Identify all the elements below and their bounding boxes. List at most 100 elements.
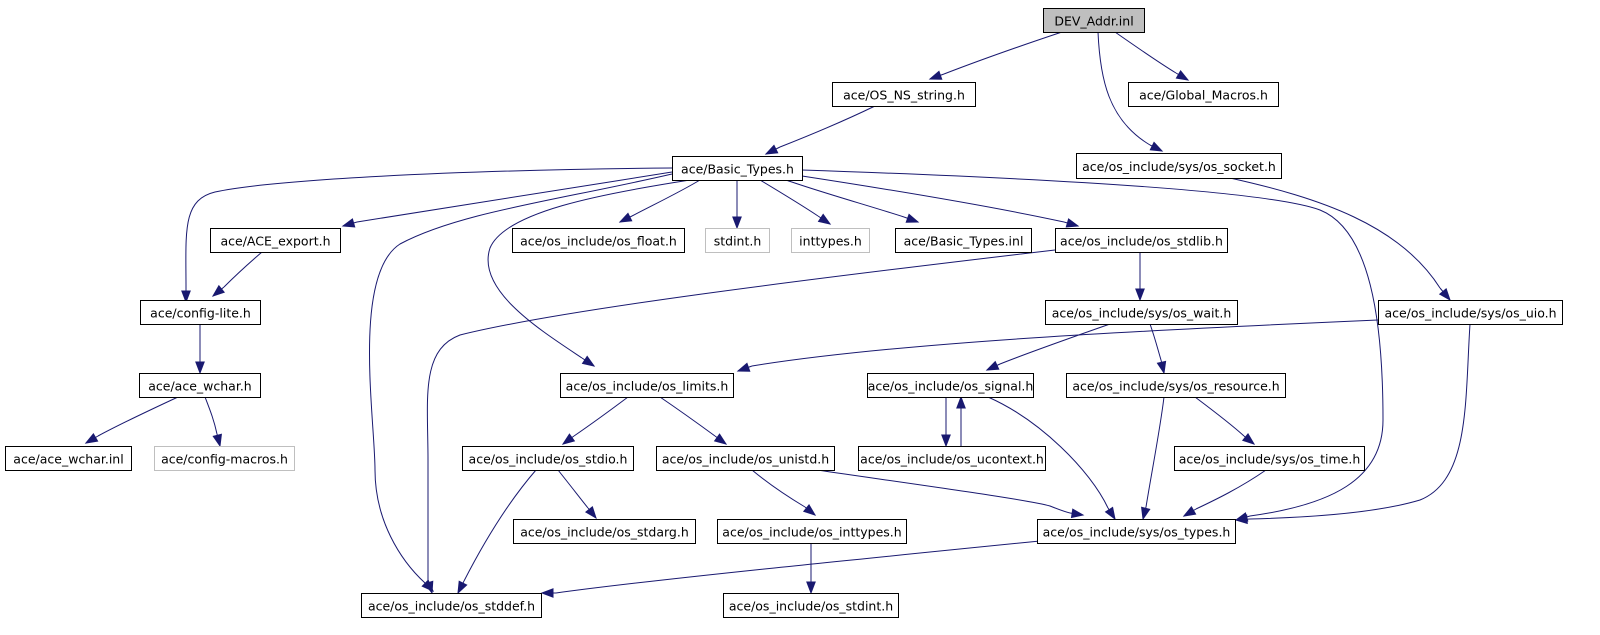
- node-sys-os-wait-h[interactable]: ace/os_include/sys/os_wait.h: [1045, 300, 1238, 325]
- node-label: ace/os_include/os_signal.h: [868, 379, 1034, 394]
- node-box: [1174, 446, 1365, 471]
- node-box: [656, 446, 835, 471]
- node-box: [140, 300, 261, 325]
- edge-line: [369, 173, 673, 584]
- edge-ace_wchar_h-to-config_macros_h: [204, 396, 222, 448]
- edge-sys_os_wait_h-to-sys_os_resource_h: [1149, 323, 1167, 375]
- node-label: ace/os_include/os_stdio.h: [469, 452, 628, 467]
- node-ace-export-h[interactable]: ace/ACE_export.h: [210, 228, 341, 253]
- edge-connector: [986, 363, 1001, 371]
- edge-line: [1149, 323, 1162, 361]
- node-os-inttypes-h[interactable]: ace/os_include/os_inttypes.h: [717, 519, 907, 544]
- nodes-layer: DEV_Addr.inl ace/OS_NS_string.h ace/Global…: [5, 8, 1563, 618]
- edge-connector: [1142, 506, 1147, 520]
- node-dev-addr-inl[interactable]: DEV_Addr.inl: [1043, 8, 1145, 33]
- edge-line: [1097, 31, 1151, 146]
- edge-line: [801, 169, 1384, 517]
- node-box: [723, 593, 899, 618]
- edge-dev_addr_inl-to-global_macros_h: [1114, 31, 1190, 81]
- node-sys-os-resource-h[interactable]: ace/os_include/sys/os_resource.h: [1066, 373, 1286, 398]
- edge-basic_types_h-to-os_stdlib_h: [801, 175, 1080, 228]
- node-os-limits-h[interactable]: ace/os_include/os_limits.h: [560, 373, 734, 398]
- edge-connector: [765, 146, 781, 155]
- node-os-stdlib-h[interactable]: ace/os_include/os_stdlib.h: [1055, 228, 1228, 253]
- edge-sys_os_resource_h-to-sys_os_types_h: [1141, 396, 1165, 521]
- node-box: [512, 228, 685, 253]
- node-basic-types-inl[interactable]: ace/Basic_Types.inl: [895, 228, 1032, 253]
- node-os-stdint-h[interactable]: ace/os_include/os_stdint.h: [723, 593, 899, 618]
- edge-os_limits_h-to-os_stdio_h: [561, 396, 629, 445]
- edge-line: [659, 396, 716, 437]
- node-os-stddef-h[interactable]: ace/os_include/os_stddef.h: [361, 593, 542, 618]
- edge-connector: [1243, 435, 1255, 445]
- edge-line: [1195, 469, 1267, 510]
- node-box: [1055, 228, 1228, 253]
- edge-os_signal_h-to-os_ucontext_h: [941, 397, 951, 448]
- node-sys-os-time-h[interactable]: ace/os_include/sys/os_time.h: [1174, 446, 1365, 471]
- edge-line: [751, 319, 1379, 367]
- edge-line: [573, 396, 629, 437]
- edge-dev_addr_inl-to-sys_os_socket_h: [1097, 31, 1164, 152]
- edge-connector: [1107, 507, 1116, 520]
- node-box: [1076, 153, 1282, 179]
- node-label: ace/config-macros.h: [161, 452, 288, 467]
- edge-line: [631, 179, 701, 217]
- edge-os_limits_h-to-os_unistd_h: [659, 396, 728, 445]
- node-box: [560, 373, 734, 398]
- node-box: [139, 373, 261, 398]
- edge-sys_os_uio_h-to-os_limits_h: [736, 319, 1379, 372]
- edge-line: [751, 469, 806, 508]
- edge-sys_os_time_h-to-sys_os_types_h: [1182, 469, 1267, 517]
- edge-line: [1145, 396, 1165, 508]
- edge-connector: [1063, 221, 1079, 227]
- node-label: ace/os_include/os_stddef.h: [368, 599, 535, 614]
- node-label: inttypes.h: [799, 234, 862, 249]
- node-os-float-h[interactable]: ace/os_include/os_float.h: [512, 228, 685, 253]
- node-box: [5, 446, 132, 471]
- node-os-ns-string-h[interactable]: ace/OS_NS_string.h: [832, 82, 976, 107]
- edge-connector: [929, 73, 945, 80]
- node-basic-types-h[interactable]: ace/Basic_Types.h: [672, 156, 803, 181]
- node-global-macros-h[interactable]: ace/Global_Macros.h: [1128, 82, 1279, 107]
- node-box: [1045, 300, 1238, 325]
- edge-connector: [342, 221, 358, 227]
- edge-os_inttypes_h-to-os_stdint_h: [806, 543, 816, 595]
- edge-sys_os_types_h-to-os_stddef_h: [540, 540, 1041, 598]
- edge-connector: [216, 433, 221, 447]
- node-os-unistd-h[interactable]: ace/os_include/os_unistd.h: [656, 446, 835, 471]
- edge-line: [555, 540, 1041, 594]
- edge-basic_types_h-to-basic_types_inl: [785, 179, 920, 223]
- edge-connector: [1149, 144, 1163, 152]
- node-os-stdarg-h[interactable]: ace/os_include/os_stdarg.h: [513, 519, 696, 544]
- node-sys-os-types-h[interactable]: ace/os_include/sys/os_types.h: [1037, 519, 1236, 544]
- node-os-stdio-h[interactable]: ace/os_include/os_stdio.h: [462, 446, 634, 471]
- node-box: [1037, 519, 1236, 544]
- edge-connector: [1175, 72, 1189, 81]
- edge-sys_os_socket_h-to-sys_os_uio_h: [1229, 177, 1451, 302]
- edge-ace_wchar_h-to-ace_wchar_inl: [84, 396, 179, 444]
- edge-line: [223, 251, 263, 288]
- edge-line: [1229, 177, 1441, 289]
- node-config-lite-h[interactable]: ace/config-lite.h: [140, 300, 261, 325]
- node-box: [1066, 373, 1286, 398]
- node-label: ace/config-lite.h: [150, 306, 251, 321]
- node-ace-wchar-inl[interactable]: ace/ace_wchar.inl: [5, 446, 132, 471]
- node-label: ace/os_include/os_inttypes.h: [722, 525, 901, 540]
- edge-basic_types_h-to-os_float_h: [618, 179, 701, 223]
- edge-line: [97, 396, 179, 437]
- edge-os_unistd_h-to-os_inttypes_h: [751, 469, 817, 516]
- node-ace-wchar-h[interactable]: ace/ace_wchar.h: [139, 373, 261, 398]
- node-box: [513, 519, 696, 544]
- node-label: ace/os_include/sys/os_socket.h: [1082, 159, 1276, 174]
- node-label: ace/os_include/sys/os_types.h: [1043, 525, 1231, 540]
- node-os-ucontext-h[interactable]: ace/os_include/os_ucontext.h: [858, 446, 1046, 471]
- node-config-macros-h: ace/config-macros.h: [154, 446, 295, 471]
- node-sys-os-uio-h[interactable]: ace/os_include/sys/os_uio.h: [1378, 300, 1563, 325]
- edge-line: [204, 396, 218, 435]
- edge-sys_os_wait_h-to-os_signal_h: [985, 323, 1111, 371]
- edge-line: [1114, 31, 1177, 74]
- node-sys-os-socket-h[interactable]: ace/os_include/sys/os_socket.h: [1076, 153, 1282, 179]
- node-box: [1378, 300, 1563, 325]
- edge-connector: [903, 216, 919, 223]
- node-os-signal-h[interactable]: ace/os_include/os_signal.h: [867, 373, 1034, 398]
